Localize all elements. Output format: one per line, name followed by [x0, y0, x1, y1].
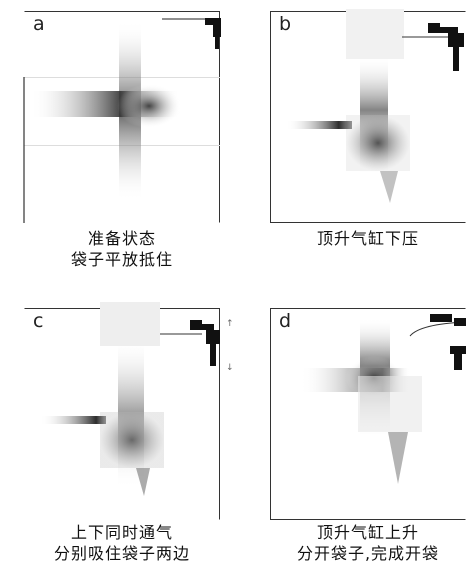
panel-d: d — [270, 308, 467, 520]
bag-illustration — [23, 18, 221, 223]
caption-line: 准备状态 — [87, 229, 156, 248]
panel-letter: a — [33, 13, 45, 35]
panel-letter: b — [279, 13, 292, 35]
bag-fold-horizontal — [286, 121, 352, 129]
bag-fold-horizontal — [40, 416, 106, 424]
panel-caption: 上下同时通气 分别吸住袋子两边 — [22, 522, 222, 564]
panel-frame — [270, 308, 466, 520]
panel-a: a — [23, 11, 221, 223]
bag-illustration: ↑ ↓ — [40, 302, 234, 496]
bag-suction-area — [100, 412, 164, 468]
cylinder-icon — [428, 23, 464, 71]
caption-line: 分别吸住袋子两边 — [53, 544, 190, 563]
air-arrow-icon: ↑ ↓ — [226, 319, 234, 373]
svg-text:↑: ↑ — [226, 319, 234, 329]
bag-illustration — [286, 9, 464, 203]
panel-caption: 准备状态 袋子平放抵住 — [22, 228, 222, 270]
panel-frame — [24, 11, 220, 223]
cylinder-icon — [205, 18, 221, 49]
caption-line: 顶升气缸下压 — [316, 229, 419, 248]
bag-suction-area — [346, 115, 410, 171]
caption-line: 上下同时通气 — [70, 523, 173, 542]
cylinder-icon — [430, 314, 466, 370]
bag-illustration — [300, 314, 467, 484]
panel-letter: d — [279, 310, 292, 332]
caption-line: 袋子平放抵住 — [70, 250, 173, 269]
svg-text:↓: ↓ — [226, 363, 234, 373]
panel-c: c — [24, 302, 234, 520]
panel-b: b — [270, 9, 466, 223]
panel-letter: c — [33, 310, 44, 332]
panel-caption: 顶升气缸下压 — [268, 228, 468, 249]
caption-line: 顶升气缸上升 — [316, 523, 419, 542]
cylinder-icon — [190, 320, 220, 366]
panel-caption: 顶升气缸上升 分开袋子,完成开袋 — [268, 522, 468, 564]
caption-line: 分开袋子,完成开袋 — [296, 544, 440, 563]
